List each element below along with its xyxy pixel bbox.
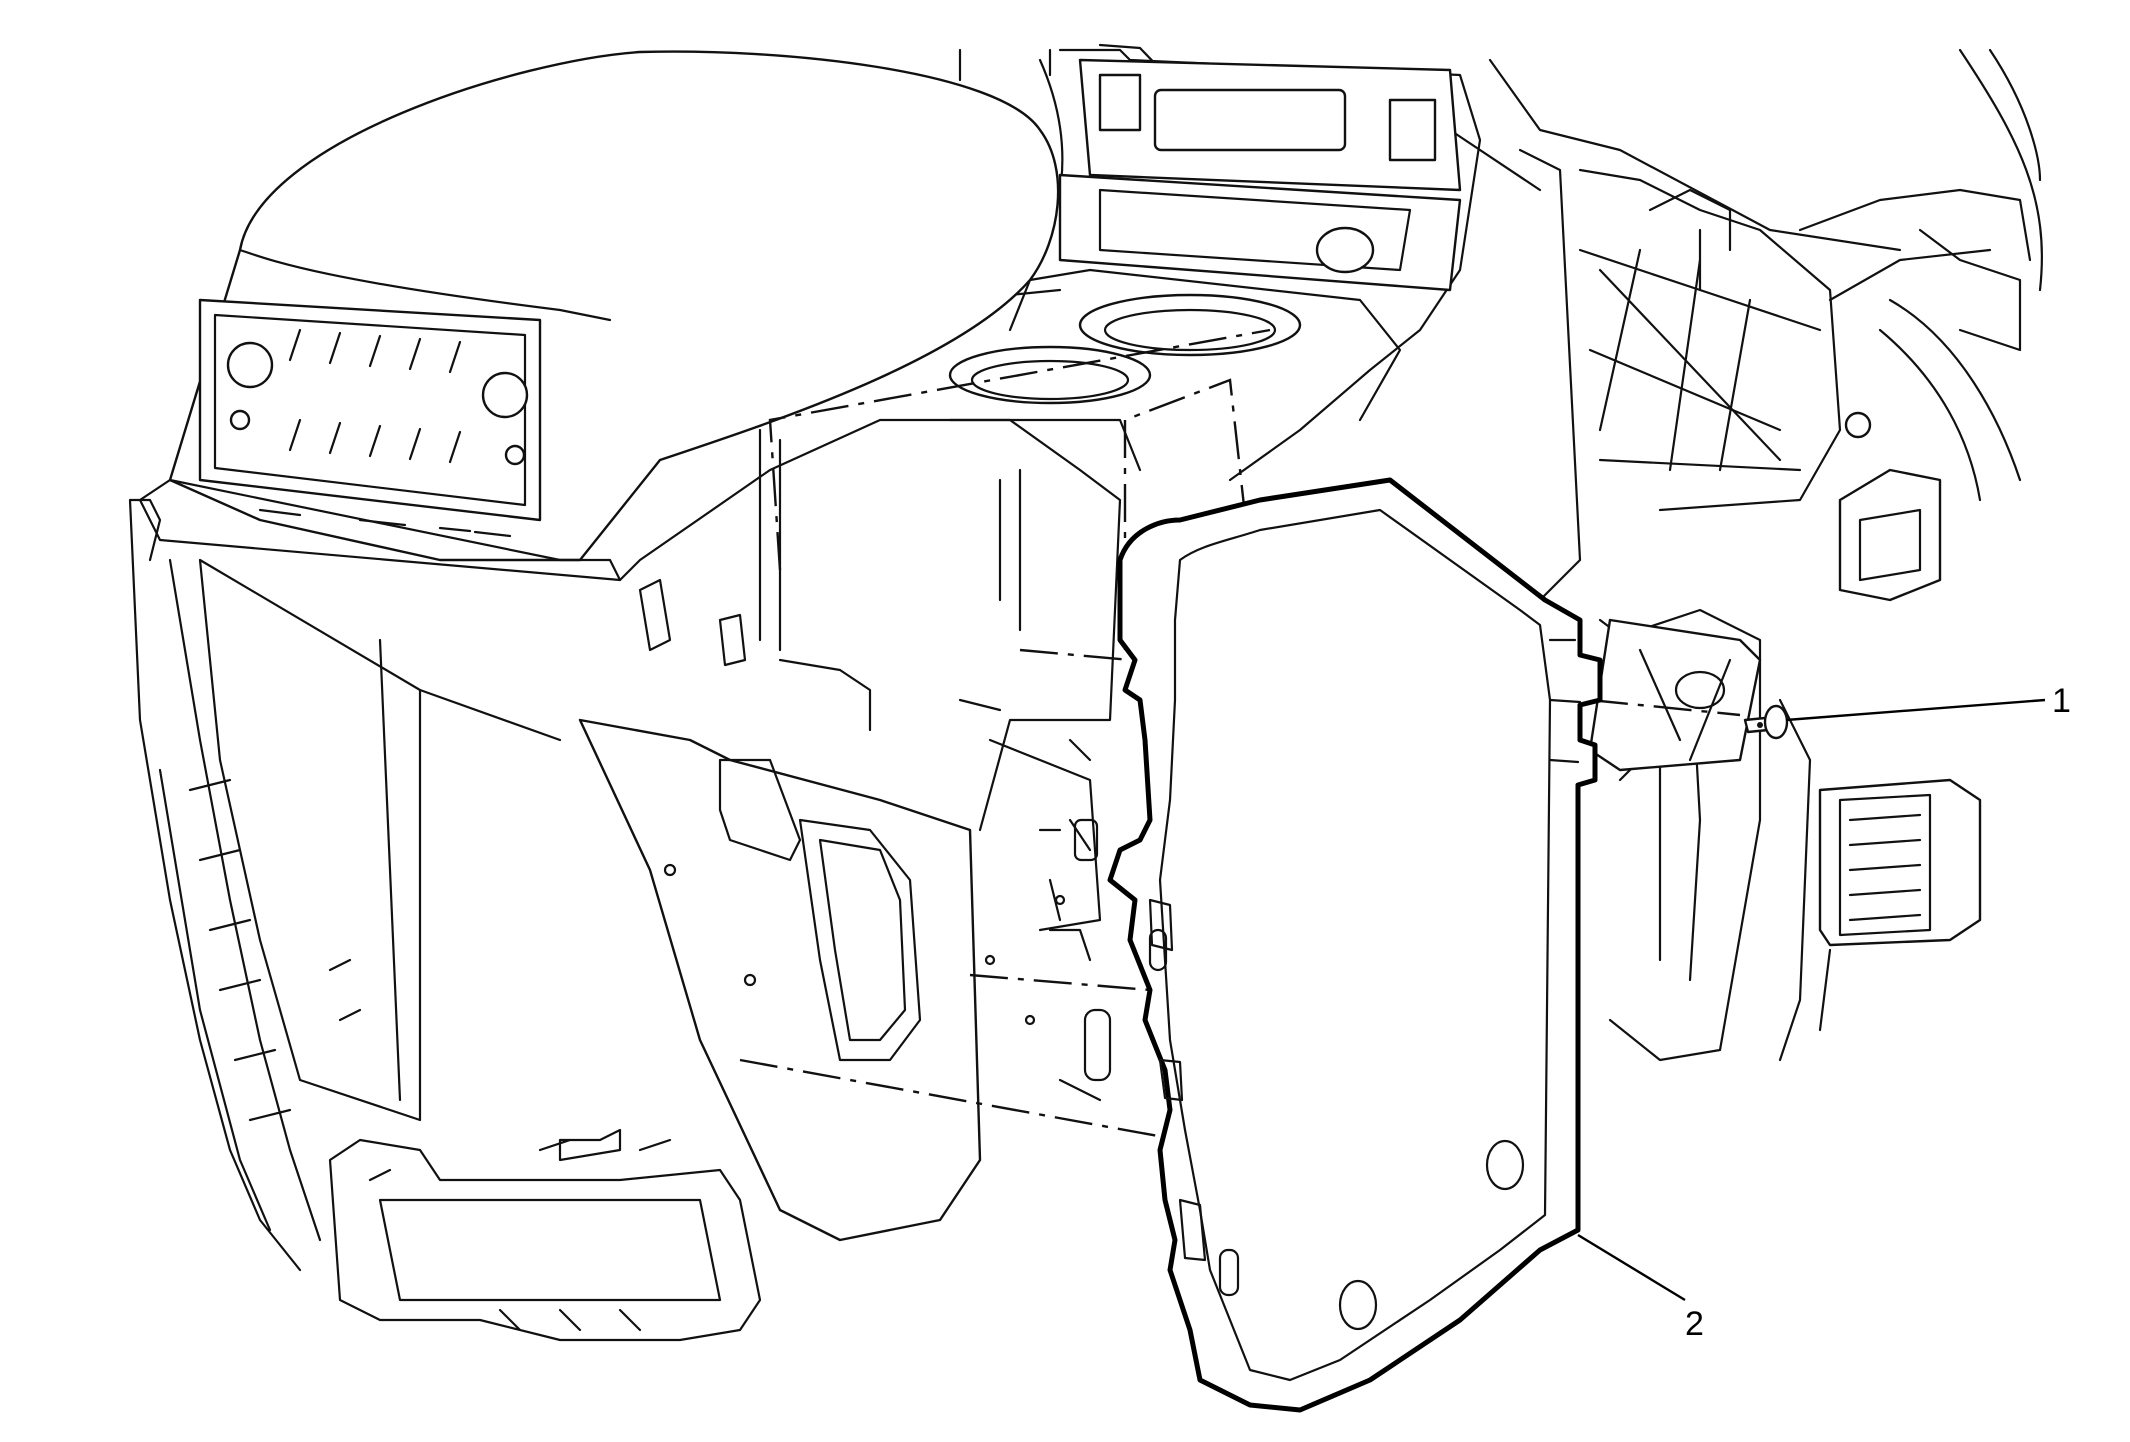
callout-label-2: 2 — [1685, 1305, 1704, 1343]
display-screen — [1153, 88, 1347, 152]
clip-slot — [1218, 1248, 1240, 1297]
cupholder-rear — [948, 345, 1152, 405]
leader-line-2 — [1577, 1233, 1686, 1302]
screw-head — [1763, 704, 1789, 740]
console-side-trim-panel — [1107, 477, 1603, 1413]
mounting-bracket — [1588, 618, 1762, 772]
alignment-lines — [739, 328, 1741, 1142]
left-knob — [226, 341, 274, 389]
cupholder-front — [1078, 293, 1302, 357]
screw — [1743, 704, 1789, 740]
panel-hole-upper — [1485, 1139, 1525, 1191]
hex-nut — [1844, 411, 1872, 439]
power-outlet — [1315, 226, 1375, 274]
instrument-panel-structure — [948, 43, 2043, 1062]
console-armrest — [168, 50, 1060, 562]
upper-connector — [1838, 468, 1942, 602]
console-body — [128, 418, 1122, 1342]
panel-hole-lower — [1338, 1279, 1378, 1331]
right-knob — [481, 371, 529, 419]
callout-2: 2 — [1577, 1233, 1704, 1343]
callout-1: 1 — [1785, 682, 2071, 722]
callout-label-1: 1 — [2052, 682, 2071, 720]
lower-connector — [1818, 778, 1982, 947]
rear-control-buttons — [288, 328, 462, 464]
leader-line-1 — [1785, 698, 2046, 722]
